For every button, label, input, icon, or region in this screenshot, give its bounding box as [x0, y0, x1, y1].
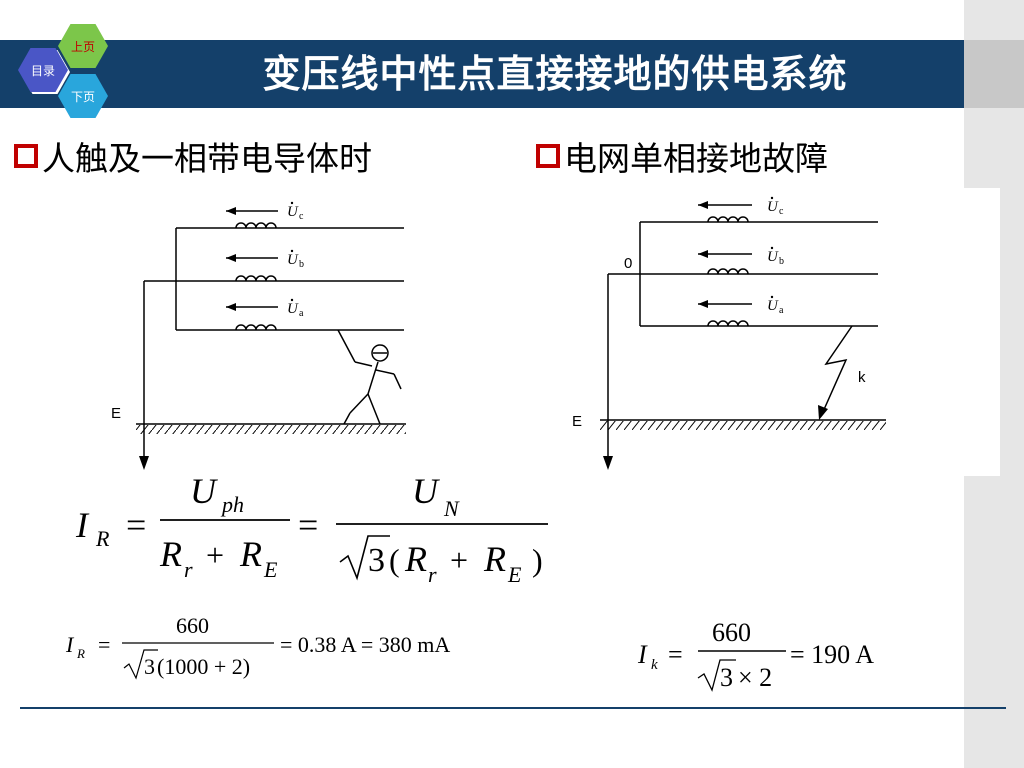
section-heading-left-text: 人触及一相带电导体时 [42, 139, 372, 178]
lf-root: 3 [144, 654, 155, 679]
section-heading-left: 人触及一相带电导体时 [14, 134, 372, 178]
page-title: 变压线中性点直接接地的供电系统 [262, 52, 848, 96]
general-formula: I R = U ph R r + R E = U N 3 ( R r + R E… [75, 471, 548, 587]
bullet-square-icon [536, 144, 560, 168]
prev-page-button[interactable]: 上页 [58, 24, 108, 68]
arrow-head-icon [226, 303, 236, 311]
right-circuit-diagram [600, 204, 886, 458]
lf-lhs-sub: R [76, 646, 85, 661]
left-phase-a-sub: a [299, 308, 304, 319]
left-phase-b-symbol: U [287, 252, 299, 268]
gf-f2-den-a-sub: r [428, 562, 437, 587]
rf-equals-sign: = [668, 640, 683, 669]
gf-f2-num: U [412, 471, 440, 511]
right-phase-labels: U c U b U a [767, 199, 784, 316]
lf-root-sign [123, 649, 158, 680]
left-numeric-formula: I R = 660 3 (1000 + 2) = 0.38 A = 380 mA [65, 613, 450, 680]
right-phase-b-sub: b [779, 256, 784, 267]
gf-f2-paren-close: ) [532, 542, 543, 578]
earth-current-arrow-icon [139, 456, 149, 470]
header-bar [0, 40, 964, 108]
gf-f1-num: U [190, 471, 218, 511]
lf-result: = 0.38 A = 380 mA [280, 632, 450, 657]
left-earth-label: E [111, 405, 121, 422]
right-phase-a-symbol: U [767, 298, 779, 314]
rf-root-sign [697, 659, 736, 692]
gf-f2-den-b-sub: E [507, 562, 522, 587]
gf-lhs: I [75, 505, 90, 545]
gf-f2-root: 3 [368, 542, 385, 579]
lf-equals-sign: = [98, 632, 110, 657]
gf-f1-plus: + [206, 537, 224, 573]
right-ground-hatch [600, 421, 886, 430]
right-side-strip [964, 0, 1024, 768]
bottom-divider [20, 707, 1006, 709]
left-circuit-diagram [136, 210, 406, 458]
gf-f1-num-sub: ph [220, 492, 244, 517]
left-phase-labels: U c U b U a [287, 204, 304, 319]
lf-numerator: 660 [176, 613, 209, 638]
right-phase-a-sub: a [779, 305, 784, 316]
right-strip-panel [964, 188, 1000, 476]
gf-f2-num-sub: N [443, 496, 460, 521]
gf-f2-den-a: R [404, 539, 427, 579]
gf-f1-den-a-sub: r [184, 557, 193, 582]
gf-f1-den-a: R [159, 534, 182, 574]
arrow-head-icon [698, 201, 708, 209]
gf-f2-plus: + [450, 542, 468, 578]
gf-equals-sign-2: = [298, 505, 318, 545]
arrow-head-icon [698, 300, 708, 308]
gf-f2-paren-open: ( [389, 542, 400, 578]
right-fault-label: k [858, 369, 866, 386]
rf-root: 3 [720, 663, 733, 692]
gf-f2-den-b: R [483, 539, 506, 579]
lf-lhs: I [65, 632, 75, 657]
right-numeric-formula: I k = 660 3 × 2 = 190 A [637, 618, 874, 692]
right-strip-header-bar [964, 40, 1024, 108]
left-phase-a-symbol: U [287, 301, 299, 317]
earth-current-arrow-icon [603, 456, 613, 470]
lf-den-rest: (1000 + 2) [157, 654, 250, 679]
phasor-dot-icons [290, 196, 774, 302]
arrow-head-icon [226, 254, 236, 262]
left-phase-b-sub: b [299, 259, 304, 270]
fault-arrow-icon [818, 405, 828, 420]
rf-den-rest: × 2 [738, 663, 772, 692]
right-phase-c-sub: c [779, 206, 784, 217]
left-ground-hatch [136, 425, 406, 434]
right-phase-c-symbol: U [767, 199, 779, 215]
bullet-square-icon [14, 144, 38, 168]
left-phase-c-symbol: U [287, 204, 299, 220]
rf-result: = 190 A [790, 640, 874, 669]
right-phase-b-symbol: U [767, 249, 779, 265]
gf-equals-sign: = [126, 505, 146, 545]
arrow-head-icon [226, 207, 236, 215]
section-heading-right-text: 电网单相接地故障 [564, 139, 828, 178]
gf-lhs-sub: R [95, 526, 110, 551]
rf-lhs-sub: k [651, 657, 658, 673]
left-phase-c-sub: c [299, 211, 304, 222]
gf-f1-den-b-sub: E [263, 557, 278, 582]
rf-lhs: I [637, 640, 648, 669]
right-neutral-label: 0 [624, 255, 632, 272]
gf-root-sign [339, 535, 390, 581]
section-heading-right: 电网单相接地故障 [536, 134, 828, 178]
rf-numerator: 660 [712, 618, 751, 647]
next-page-button[interactable]: 下页 [58, 74, 108, 118]
right-earth-label: E [572, 413, 582, 430]
arrow-head-icon [698, 250, 708, 258]
gf-f1-den-b: R [239, 534, 262, 574]
